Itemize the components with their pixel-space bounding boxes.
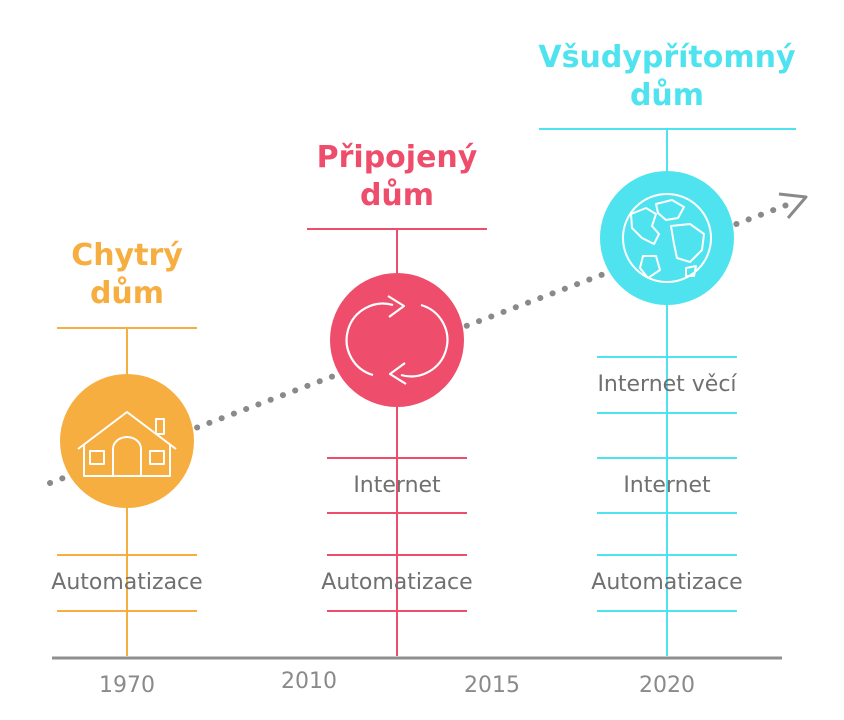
stage3-circle — [600, 171, 734, 305]
stage3-layer-iot: Internet věcí — [597, 372, 737, 397]
stage2-layer-automation: Automatizace — [321, 570, 473, 595]
stage2-title: Připojený dům — [267, 139, 527, 215]
year-label-1970: 1970 — [99, 673, 155, 698]
year-label-2015: 2015 — [464, 673, 520, 698]
stage3-layer-internet: Internet — [623, 473, 711, 498]
stage1-title-line1: Chytrý — [71, 238, 183, 273]
stage1-title-line2: dům — [89, 276, 165, 311]
house-icon — [77, 411, 177, 477]
year-label-2010: 2010 — [281, 669, 337, 694]
stage2-circle — [330, 273, 464, 407]
year-label-2020: 2020 — [639, 673, 695, 698]
stage2-title-line2: dům — [359, 178, 435, 213]
stage2-layer-internet: Internet — [353, 473, 441, 498]
stage3-layer-automation: Automatizace — [591, 570, 743, 595]
stage3-title-line1: Všudypřítomný — [538, 40, 796, 75]
globe-icon — [622, 193, 712, 283]
stage2-title-line1: Připojený — [316, 140, 478, 175]
trend-arrow-head — [778, 192, 808, 219]
stage1-circle — [60, 374, 194, 508]
stage3-title-line2: dům — [629, 78, 705, 113]
stage1-title: Chytrý dům — [27, 237, 227, 313]
stage3-title: Všudypřítomný dům — [517, 39, 817, 115]
stage1-layer-automation: Automatizace — [51, 570, 203, 595]
refresh-arrows-icon — [345, 295, 449, 385]
